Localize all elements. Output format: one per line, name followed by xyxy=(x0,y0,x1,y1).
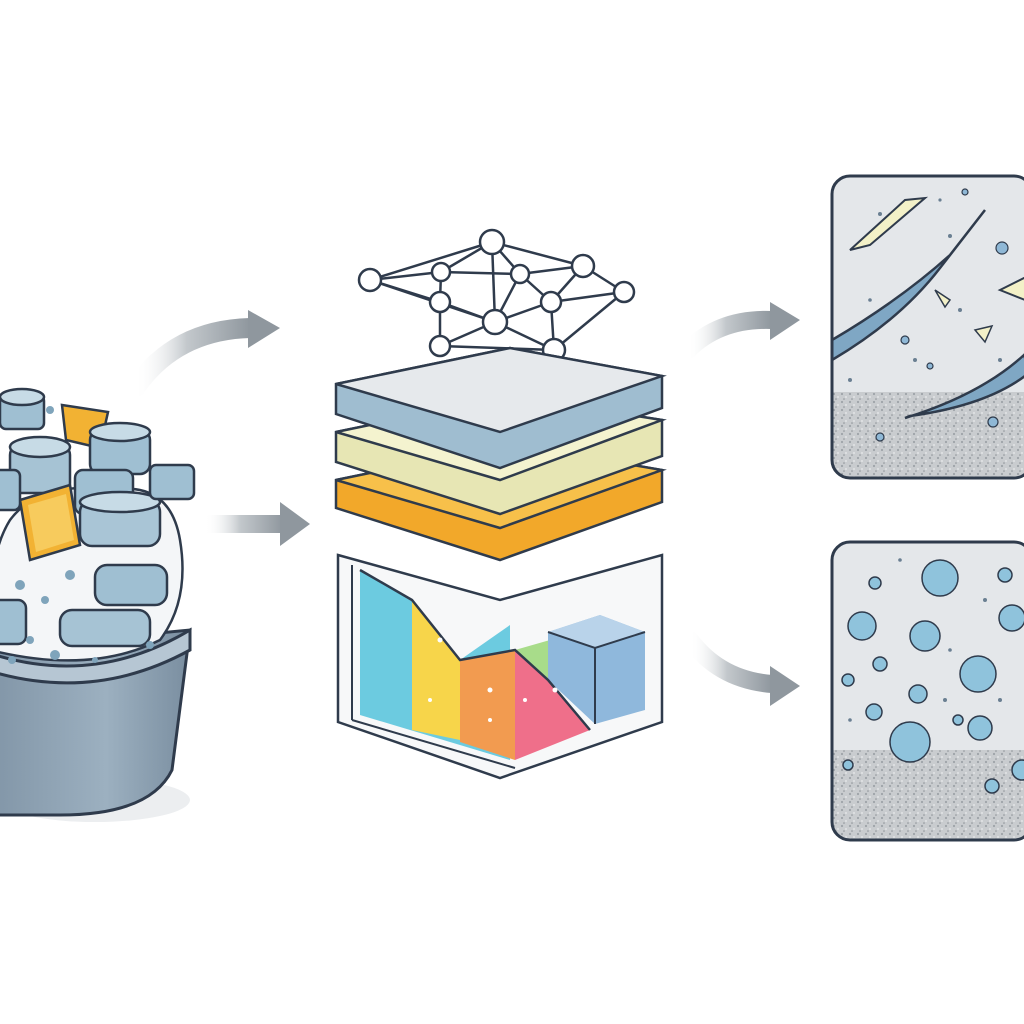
plastic-waste-bowl-icon xyxy=(0,387,196,822)
microfiber-fragments-icon xyxy=(830,174,1024,480)
arrow-layers-to-fibers xyxy=(679,302,800,359)
stacked-layers-icon xyxy=(334,346,667,562)
analysis-chart-box-icon xyxy=(336,553,664,780)
microplastic-particles-icon xyxy=(830,540,1024,842)
arrow-bowl-to-layers xyxy=(205,502,310,546)
arrow-bowl-to-network xyxy=(125,310,280,398)
arrow-layers-to-particles xyxy=(681,631,800,706)
network-graph-icon xyxy=(357,228,636,363)
